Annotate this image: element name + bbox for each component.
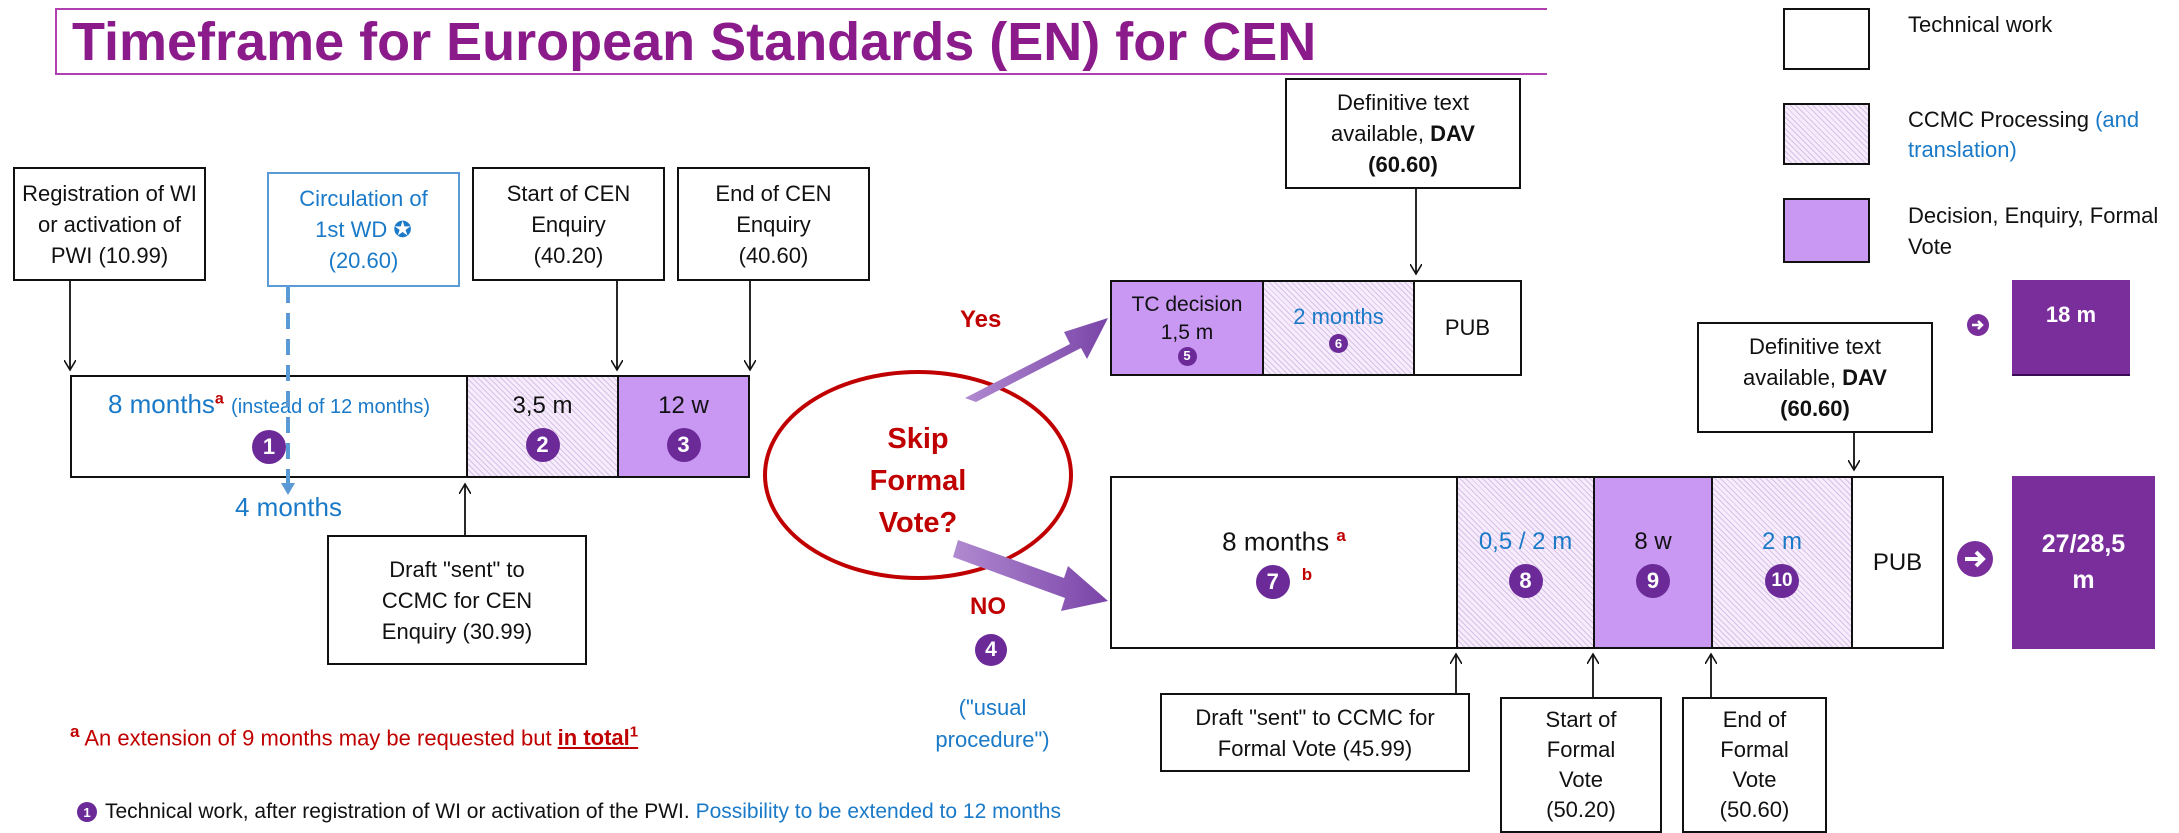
no-ccmc-processing-1: 0,5 / 2 m 8 bbox=[1458, 478, 1595, 647]
bar1-seg1-note: (instead of 12 months) bbox=[231, 396, 431, 418]
bar1-seg2-label: 3,5 m bbox=[512, 391, 573, 419]
step-8-badge: 8 bbox=[1508, 563, 1543, 598]
no-seg2-label: 0,5 / 2 m bbox=[1478, 527, 1573, 555]
step-4-badge: 4 bbox=[975, 634, 1007, 666]
footnote-1-badge: 1 bbox=[77, 802, 97, 822]
legend-label-technical: Technical work bbox=[1908, 12, 2053, 37]
yes-label: Yes bbox=[960, 306, 1002, 333]
footnote-a-text: An extension of 9 months may be requeste… bbox=[84, 725, 558, 751]
title-frame bbox=[55, 8, 1547, 75]
yes-ccmc-processing: 2 months 6 bbox=[1264, 282, 1415, 374]
step-10-badge: 10 bbox=[1765, 563, 1799, 598]
four-months-label: 4 months bbox=[235, 492, 342, 522]
no-arrow bbox=[953, 540, 1108, 611]
registration-box: Registration of WI or activation of PWI … bbox=[13, 167, 206, 281]
bar1-seg3-label: 12 w bbox=[658, 391, 709, 419]
legend-swatch-technical bbox=[1783, 8, 1870, 70]
page-title: Timeframe for European Standards (EN) fo… bbox=[72, 12, 1317, 72]
dav-bottom-code: (60.60) bbox=[1780, 396, 1850, 421]
no-pub: PUB bbox=[1853, 478, 1942, 647]
no-technical-work: 8 months a 7 b bbox=[1112, 478, 1458, 647]
step-5-badge: 5 bbox=[1177, 346, 1197, 366]
circulation-box: Circulation of 1st WD ✪ (20.60) bbox=[267, 172, 460, 287]
bar1-seg1-sup: a bbox=[214, 390, 224, 408]
timeline-bar-skip-vote: TC decision 1,5 m 5 2 months 6 PUB bbox=[1110, 280, 1522, 376]
step-1-badge: 1 bbox=[252, 430, 286, 464]
footnote-a-bold: in total bbox=[557, 725, 630, 751]
dav-top-bold: DAV bbox=[1430, 121, 1475, 146]
dav-bottom-line1: Definitive text bbox=[1748, 334, 1882, 359]
no-seg1-b: b bbox=[1301, 565, 1313, 585]
step-9-badge: 9 bbox=[1636, 563, 1670, 598]
yes-seg2-label: 2 months bbox=[1293, 303, 1384, 329]
dav-bottom-line2: available, bbox=[1743, 365, 1843, 390]
footnote-1: 1 Technical work, after registration of … bbox=[77, 800, 1061, 824]
timeline-bar-formal-vote: 8 months a 7 b 0,5 / 2 m 8 8 w 9 2 m 10 … bbox=[1110, 476, 1944, 649]
step-6-badge: 6 bbox=[1329, 333, 1348, 353]
skip-vote-question: Skip Formal Vote? bbox=[869, 423, 967, 539]
dav-top-box: Definitive text available, DAV (60.60) bbox=[1285, 78, 1521, 189]
arrow-large-icon bbox=[1957, 541, 1993, 577]
no-formal-vote: 8 w 9 bbox=[1595, 478, 1713, 647]
legend-swatch-ccmc bbox=[1783, 103, 1870, 165]
dav-bottom-bold: DAV bbox=[1842, 365, 1887, 390]
step-2-badge: 2 bbox=[525, 427, 560, 462]
step-7-badge: 7 bbox=[1255, 565, 1290, 600]
footnote-a-bold-sup: 1 bbox=[629, 724, 639, 741]
yes-seg3-label: PUB bbox=[1444, 315, 1491, 340]
total-yes-box: 18 m bbox=[2012, 280, 2130, 376]
yes-pub: PUB bbox=[1415, 282, 1520, 374]
dav-top-line2: available, bbox=[1331, 121, 1431, 146]
no-label: NO bbox=[970, 593, 1006, 620]
yes-seg1-line2: 1,5 m bbox=[1160, 320, 1214, 344]
yes-seg1-line1: TC decision bbox=[1131, 292, 1243, 316]
footnote-1-blue: Possibility to be extended to 12 months bbox=[695, 800, 1061, 823]
step-3-badge: 3 bbox=[666, 427, 701, 462]
bar1-ccmc-processing: 3,5 m 2 bbox=[468, 377, 619, 476]
usual-procedure-label: ("usual procedure") bbox=[935, 695, 1050, 752]
legend-label-decision: Decision, Enquiry, Formal Vote bbox=[1908, 203, 2159, 259]
legend-ccmc-text: CCMC Processing bbox=[1908, 107, 2089, 132]
dav-top-line1: Definitive text bbox=[1336, 90, 1470, 115]
total-no-box: 27/28,5 m bbox=[2012, 476, 2155, 649]
start-enquiry-box: Start of CEN Enquiry (40.20) bbox=[472, 167, 665, 281]
footnote-1-text: Technical work, after registration of WI… bbox=[105, 800, 690, 823]
draft-enquiry-box: Draft "sent" to CCMC for CEN Enquiry (30… bbox=[327, 535, 587, 665]
draft-formal-box: Draft "sent" to CCMC for Formal Vote (45… bbox=[1160, 693, 1470, 772]
no-seg3-label: 8 w bbox=[1634, 527, 1672, 555]
no-seg4-label: 2 m bbox=[1761, 527, 1802, 555]
skip-vote-ellipse bbox=[763, 370, 1073, 580]
legend-label-ccmc: CCMC Processing (and translation) bbox=[1908, 105, 2168, 165]
bar1-technical-work: 8 monthsa (instead of 12 months) 1 bbox=[72, 377, 468, 476]
legend-swatch-decision bbox=[1783, 198, 1870, 263]
legend-ccmc-extra: (and translation) bbox=[1908, 107, 2140, 162]
timeline-bar-standard: 8 monthsa (instead of 12 months) 1 3,5 m… bbox=[70, 375, 750, 478]
yes-arrow bbox=[965, 318, 1108, 402]
no-seg1-sup: a bbox=[1336, 525, 1346, 545]
yes-tc-decision: TC decision 1,5 m 5 bbox=[1112, 282, 1264, 374]
no-seg5-label: PUB bbox=[1872, 548, 1923, 576]
start-formal-box: Start of Formal Vote (50.20) bbox=[1500, 697, 1662, 833]
dav-bottom-box: Definitive text available, DAV (60.60) bbox=[1697, 322, 1933, 433]
dav-top-code: (60.60) bbox=[1368, 152, 1438, 177]
footnote-a-sup: a bbox=[70, 722, 80, 741]
arrow-small-icon bbox=[1967, 314, 1989, 336]
bar1-seg1-main: 8 months bbox=[107, 389, 215, 419]
end-formal-box: End of Formal Vote (50.60) bbox=[1682, 697, 1827, 833]
bar1-enquiry: 12 w 3 bbox=[619, 377, 748, 476]
footnote-a: a An extension of 9 months may be reques… bbox=[70, 722, 638, 751]
end-enquiry-box: End of CEN Enquiry (40.60) bbox=[677, 167, 870, 281]
no-seg1-main: 8 months bbox=[1222, 526, 1330, 557]
no-ccmc-processing-2: 2 m 10 bbox=[1713, 478, 1853, 647]
